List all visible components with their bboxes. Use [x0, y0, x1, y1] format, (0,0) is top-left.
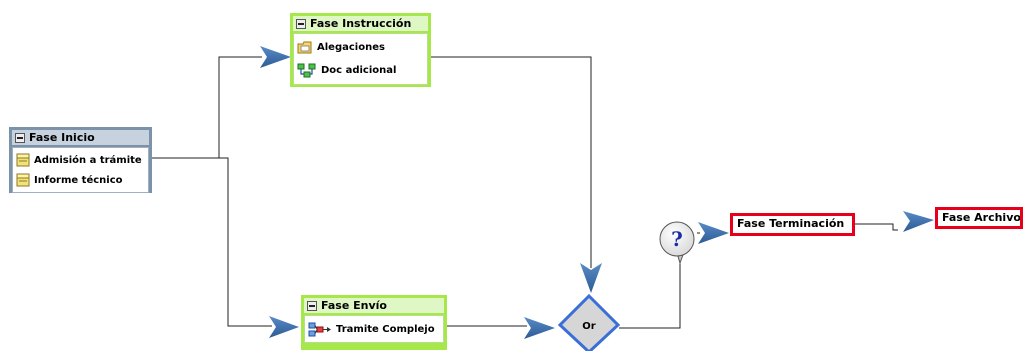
phase-archivo[interactable]: Fase Archivo: [935, 207, 1023, 229]
connectors: [152, 56, 898, 329]
arrow-to-gateway-left: [524, 317, 555, 339]
arrow-to-instruccion: [260, 46, 291, 68]
or-gateway[interactable]: Or: [557, 293, 621, 351]
task-icon: [16, 153, 30, 167]
connector-gateway-decision: [619, 260, 681, 329]
connector-inicio-envio: [152, 157, 272, 327]
phase-instruccion-header: Fase Instrucción: [293, 16, 428, 31]
phase-instruccion-title: Fase Instrucción: [310, 17, 412, 30]
phase-envio-body: Tramite Complejo: [304, 315, 444, 343]
phase-instruccion[interactable]: Fase Instrucción Alegaciones Doc adicion…: [290, 13, 431, 87]
phase-instruccion-body: Alegaciones Doc adicional: [293, 33, 428, 85]
phase-terminacion-title: Fase Terminación: [737, 217, 845, 230]
phase-envio[interactable]: Fase Envío Tramite Complejo: [301, 295, 447, 350]
task-label: Admisión a trámite: [34, 154, 142, 166]
phase-inicio-title: Fase Inicio: [29, 131, 95, 144]
arrow-to-archivo: [903, 211, 934, 232]
phase-terminacion[interactable]: Fase Terminación: [730, 213, 855, 236]
phase-archivo-title: Fase Archivo: [942, 211, 1021, 224]
connector-terminacion-archivo: [855, 223, 898, 231]
arrow-to-terminacion: [698, 222, 729, 244]
collapse-icon[interactable]: [307, 300, 317, 311]
collapse-icon[interactable]: [296, 18, 306, 29]
task-label: Tramite Complejo: [336, 323, 435, 335]
phase-inicio[interactable]: Fase Inicio Admisión a trámite Informe t…: [9, 127, 152, 193]
complex-task-icon: [308, 322, 331, 336]
task-label: Informe técnico: [34, 174, 123, 186]
arrow-to-gateway-top: [580, 263, 602, 293]
task-label: Alegaciones: [317, 42, 385, 53]
or-gateway-label: Or: [582, 321, 596, 332]
task-admision[interactable]: Admisión a trámite: [16, 150, 145, 170]
collapse-icon[interactable]: [15, 132, 25, 143]
task-label: Doc adicional: [321, 65, 397, 76]
task-informe[interactable]: Informe técnico: [16, 170, 145, 190]
arrow-to-envio: [269, 316, 299, 338]
phase-envio-title: Fase Envío: [321, 299, 387, 312]
task-icon: [16, 173, 30, 187]
folder-task-icon: [297, 41, 312, 54]
task-alegaciones[interactable]: Alegaciones: [297, 36, 424, 59]
subprocess-icon: [297, 63, 316, 78]
phase-envio-header: Fase Envío: [304, 298, 444, 313]
question-icon: ?: [671, 227, 683, 251]
task-doc-adicional[interactable]: Doc adicional: [297, 59, 424, 82]
phase-inicio-header: Fase Inicio: [12, 130, 149, 145]
decision-bubble[interactable]: ?: [659, 221, 695, 265]
phase-inicio-body: Admisión a trámite Informe técnico: [12, 147, 149, 193]
connector-inicio-instruccion: [152, 56, 262, 159]
task-tramite-complejo[interactable]: Tramite Complejo: [308, 318, 440, 340]
connector-instruccion-gateway: [431, 56, 592, 268]
